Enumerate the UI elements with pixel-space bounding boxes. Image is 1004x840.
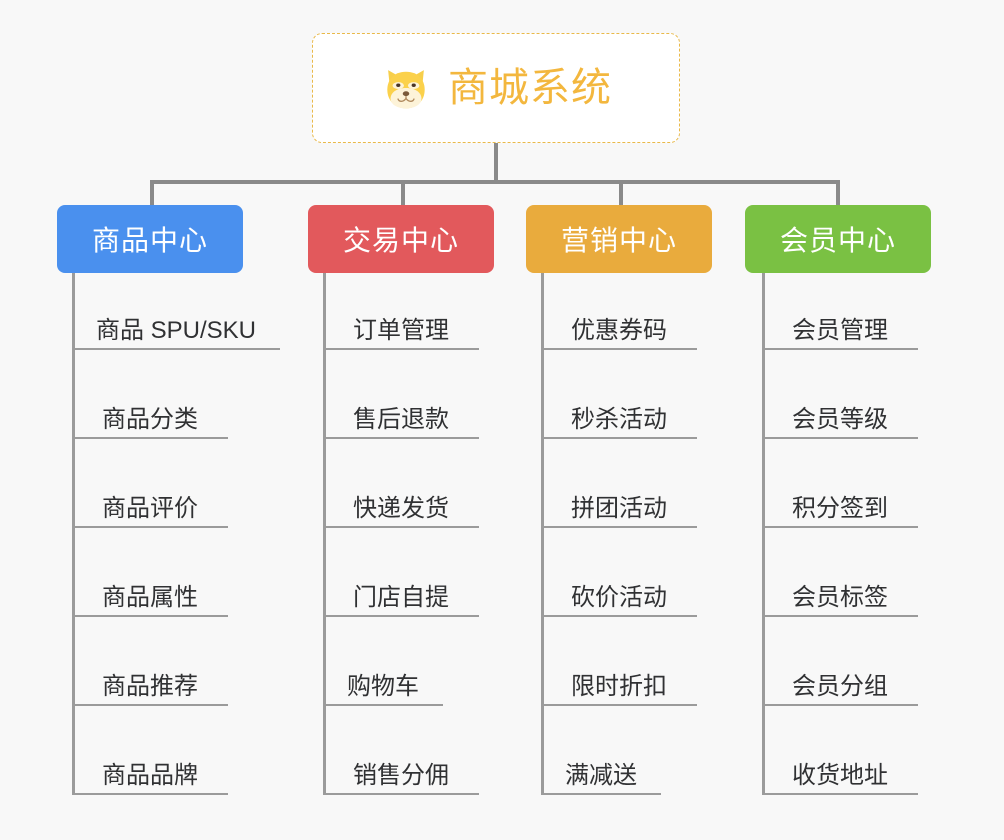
leaf-item[interactable]: 商品推荐 [72, 636, 228, 706]
leaf-label: 商品属性 [102, 583, 198, 611]
leaf-label: 拼团活动 [571, 494, 667, 522]
leaf-item[interactable]: 优惠券码 [541, 280, 697, 350]
leaf-item[interactable]: 门店自提 [323, 547, 479, 617]
leaf-label: 优惠券码 [571, 316, 667, 344]
leaf-item[interactable]: 购物车 [323, 636, 443, 706]
category-node-4[interactable]: 会员中心 [745, 205, 931, 273]
leaf-label: 商品品牌 [102, 761, 198, 789]
leaf-label: 订单管理 [353, 316, 449, 344]
leaf-item[interactable]: 积分签到 [762, 458, 918, 528]
leaf-item[interactable]: 商品 SPU/SKU [72, 280, 280, 350]
root-title: 商城系统 [448, 66, 612, 110]
leaf-item[interactable]: 秒杀活动 [541, 369, 697, 439]
column-spine [323, 273, 326, 795]
leaf-label: 会员分组 [792, 672, 888, 700]
leaf-item[interactable]: 商品属性 [72, 547, 228, 617]
connector-drop-3 [619, 180, 623, 208]
leaf-item[interactable]: 收货地址 [762, 725, 918, 795]
leaf-label: 满减送 [565, 761, 637, 789]
leaf-label: 会员标签 [792, 583, 888, 611]
leaf-item[interactable]: 会员管理 [762, 280, 918, 350]
column-spine [541, 273, 544, 795]
connector-horizontal-bus [150, 180, 840, 184]
leaf-label: 商品推荐 [102, 672, 198, 700]
leaf-item[interactable]: 限时折扣 [541, 636, 697, 706]
leaf-label: 门店自提 [353, 583, 449, 611]
leaf-item[interactable]: 售后退款 [323, 369, 479, 439]
leaf-label: 会员等级 [792, 405, 888, 433]
category-node-1[interactable]: 商品中心 [57, 205, 243, 273]
leaf-label: 商品分类 [102, 405, 198, 433]
leaf-label: 收货地址 [792, 761, 888, 789]
leaf-item[interactable]: 会员等级 [762, 369, 918, 439]
root-node[interactable]: 商城系统 [312, 33, 680, 143]
leaf-label: 秒杀活动 [571, 405, 667, 433]
leaf-item[interactable]: 会员标签 [762, 547, 918, 617]
leaf-item[interactable]: 拼团活动 [541, 458, 697, 528]
leaf-item[interactable]: 销售分佣 [323, 725, 479, 795]
leaf-label: 售后退款 [353, 405, 449, 433]
leaf-label: 快递发货 [353, 494, 449, 522]
leaf-label: 积分签到 [792, 494, 888, 522]
leaf-label: 商品 SPU/SKU [95, 316, 257, 344]
leaf-label: 购物车 [347, 672, 419, 700]
connector-root-stem [494, 143, 498, 183]
column-spine [72, 273, 75, 795]
connector-drop-1 [150, 180, 154, 208]
shiba-dog-face-icon [380, 62, 432, 114]
leaf-item[interactable]: 订单管理 [323, 280, 479, 350]
leaf-label: 会员管理 [792, 316, 888, 344]
leaf-label: 商品评价 [102, 494, 198, 522]
connector-drop-4 [836, 180, 840, 208]
leaf-item[interactable]: 商品品牌 [72, 725, 228, 795]
leaf-item[interactable]: 满减送 [541, 725, 661, 795]
leaf-item[interactable]: 砍价活动 [541, 547, 697, 617]
connector-drop-2 [401, 180, 405, 208]
leaf-label: 销售分佣 [353, 761, 449, 789]
category-node-3[interactable]: 营销中心 [526, 205, 712, 273]
leaf-label: 砍价活动 [571, 583, 667, 611]
leaf-item[interactable]: 商品分类 [72, 369, 228, 439]
leaf-item[interactable]: 商品评价 [72, 458, 228, 528]
leaf-item[interactable]: 快递发货 [323, 458, 479, 528]
category-node-2[interactable]: 交易中心 [308, 205, 494, 273]
column-spine [762, 273, 765, 795]
leaf-label: 限时折扣 [571, 672, 667, 700]
leaf-item[interactable]: 会员分组 [762, 636, 918, 706]
